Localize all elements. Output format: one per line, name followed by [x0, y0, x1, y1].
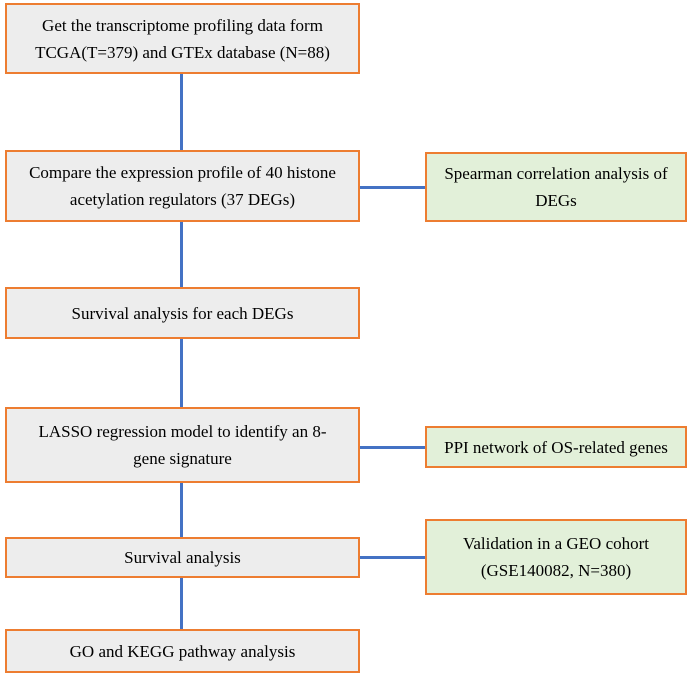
box-geo-validation: Validation in a GEO cohort (GSE140082, N… [425, 519, 687, 595]
box-survival-analysis-line-1: Survival analysis [124, 548, 241, 567]
box-geo-validation-line-1: Validation in a GEO cohort [462, 534, 649, 553]
box-get-data: Get the transcriptome profiling data for… [5, 3, 360, 74]
box-geo-validation-line-2: (GSE140082, N=380) [480, 561, 632, 580]
box-spearman-correlation: Spearman correlation analysis of DEGs [425, 152, 687, 222]
box-lasso-regression-line-1: LASSO regression model to identify an 8- [38, 422, 327, 441]
connector-step3-step4 [180, 337, 183, 409]
connector-step4-side2 [358, 446, 427, 449]
box-go-kegg-line-1: GO and KEGG pathway analysis [69, 641, 296, 661]
connector-step5-side3 [358, 556, 427, 559]
connector-step4-step5 [180, 481, 183, 539]
box-get-data-line-1: Get the transcriptome profiling data for… [42, 15, 323, 35]
box-lasso-regression-line-2: gene signature [133, 449, 232, 468]
box-ppi-network: PPI network of OS-related genes [425, 426, 687, 468]
box-spearman-correlation-line-2: DEGs [535, 191, 577, 210]
box-survival-each-deg: Survival analysis for each DEGs [5, 287, 360, 339]
box-compare-expression-line-1: Compare the expression profile of 40 his… [29, 163, 336, 182]
box-lasso-regression: LASSO regression model to identify an 8-… [5, 407, 360, 483]
box-ppi-network-line-1: PPI network of OS-related genes [444, 437, 668, 457]
box-spearman-correlation-line-1: Spearman correlation analysis of [444, 164, 668, 183]
box-compare-expression-line-2: acetylation regulators (37 DEGs) [69, 190, 296, 209]
box-survival-analysis: Survival analysis [5, 537, 360, 578]
connector-step2-side1 [358, 186, 427, 189]
connector-step5-step6 [180, 576, 183, 631]
box-get-data-line-2: TCGA(T=379) and GTEx database (N=88) [35, 42, 330, 62]
connector-step1-step2 [180, 72, 183, 152]
connector-step2-step3 [180, 220, 183, 289]
box-go-kegg: GO and KEGG pathway analysis [5, 629, 360, 673]
box-survival-each-deg-line-1: Survival analysis for each DEGs [71, 303, 294, 323]
box-compare-expression: Compare the expression profile of 40 his… [5, 150, 360, 222]
